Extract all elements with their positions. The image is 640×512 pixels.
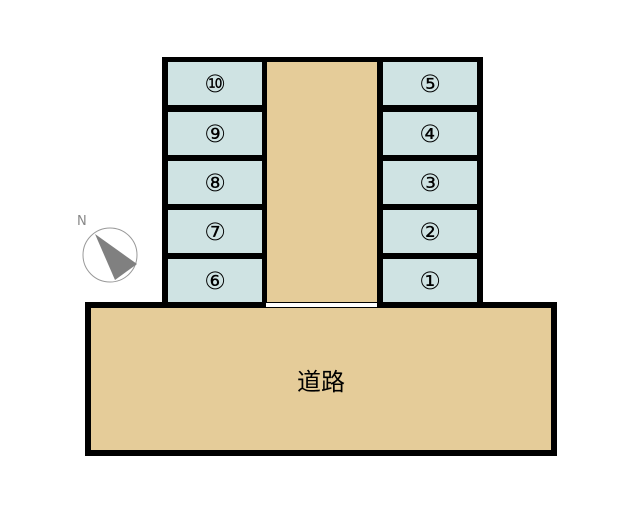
parking-space-1[interactable]: ① [383,259,477,302]
space-number: ⑩ [204,69,226,98]
space-number: ⑨ [204,119,226,148]
road-label: 道路 [297,367,345,396]
parking-space-5[interactable]: ⑤ [383,62,477,105]
space-number: ④ [419,119,441,148]
parking-space-3[interactable]: ③ [383,161,477,204]
parking-space-4[interactable]: ④ [383,112,477,155]
parking-space-9[interactable]: ⑨ [168,112,262,155]
space-number: ③ [419,168,441,197]
compass-north-label: N [77,214,87,229]
space-number: ⑥ [204,266,226,295]
space-number: ⑤ [419,69,441,98]
parking-space-8[interactable]: ⑧ [168,161,262,204]
road: 道路 [91,308,551,450]
parking-space-2[interactable]: ② [383,210,477,253]
center-aisle [267,62,377,307]
space-number: ⑧ [204,168,226,197]
space-number: ⑦ [204,217,226,246]
parking-space-10[interactable]: ⑩ [168,62,262,105]
parking-space-6[interactable]: ⑥ [168,259,262,302]
parking-space-7[interactable]: ⑦ [168,210,262,253]
entrance-opening [266,302,377,307]
space-number: ① [419,266,441,295]
north-arrow-icon [82,227,138,283]
space-number: ② [419,217,441,246]
